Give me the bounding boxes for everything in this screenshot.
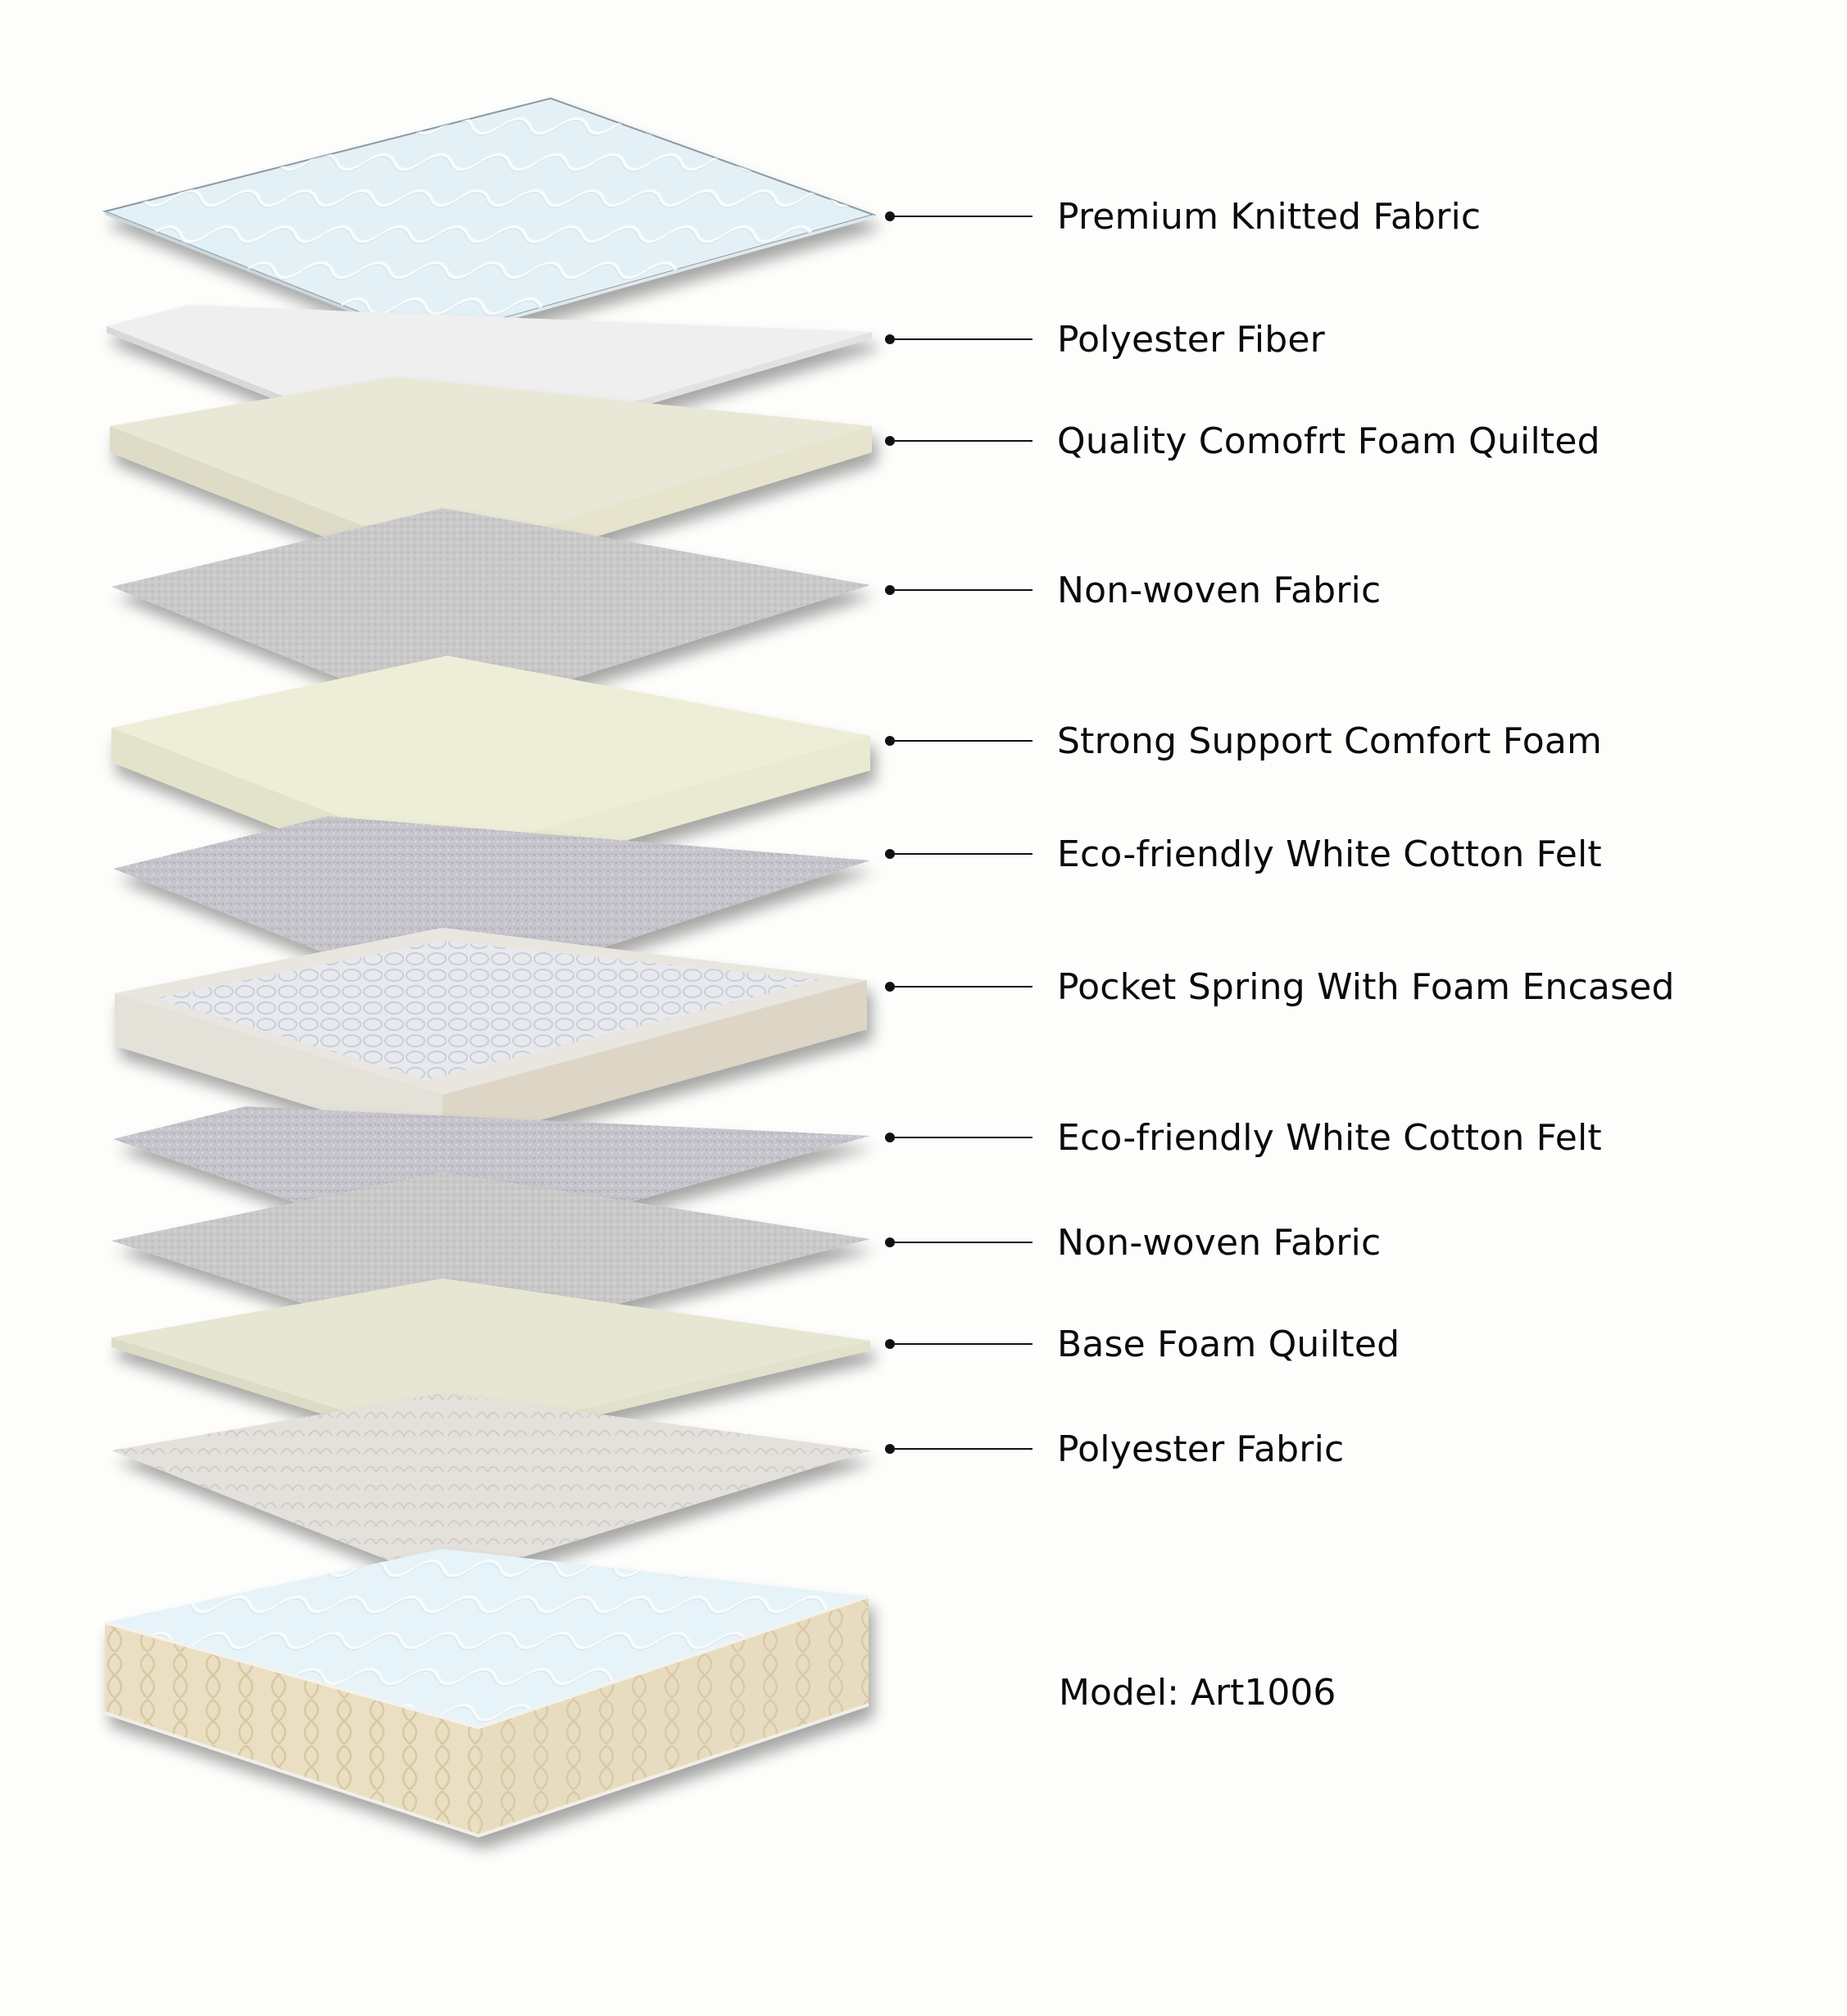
callout-pocket-spring: Pocket Spring With Foam Encased bbox=[885, 962, 1675, 1011]
callout-label: Polyester Fiber bbox=[1057, 318, 1325, 361]
callout-polyester-fabric: Polyester Fabric bbox=[885, 1424, 1344, 1473]
callout-label: Polyester Fabric bbox=[1057, 1428, 1345, 1470]
leader-line bbox=[895, 216, 1032, 217]
layer-non-woven-fabric-bottom bbox=[111, 1172, 870, 1349]
leader-line bbox=[895, 338, 1032, 340]
layer-premium-knitted-fabric bbox=[102, 97, 877, 343]
callout-dot bbox=[885, 849, 895, 859]
callout-label: Non-woven Fabric bbox=[1057, 569, 1382, 611]
callout-dot bbox=[885, 211, 895, 221]
callout-label: Eco-friendly White Cotton Felt bbox=[1057, 1116, 1602, 1159]
leader-line bbox=[895, 986, 1032, 988]
callout-non-woven-fabric-bottom: Non-woven Fabric bbox=[885, 1218, 1381, 1267]
leader-line bbox=[895, 1448, 1032, 1450]
callout-strong-support-foam: Strong Support Comfort Foam bbox=[885, 716, 1602, 765]
model-label: Model: Art1006 bbox=[1059, 1672, 1336, 1714]
callout-dot bbox=[885, 736, 895, 746]
leader-line bbox=[895, 440, 1032, 442]
callout-label: Eco-friendly White Cotton Felt bbox=[1057, 833, 1602, 875]
leader-line bbox=[895, 853, 1032, 855]
callout-dot bbox=[885, 585, 895, 595]
assembled-mattress bbox=[104, 1549, 869, 1838]
layer-non-woven-fabric-top bbox=[111, 508, 870, 720]
leader-line bbox=[895, 589, 1032, 591]
callout-base-foam: Base Foam Quilted bbox=[885, 1319, 1400, 1369]
callout-quality-comfort-foam: Quality Comofrt Foam Quilted bbox=[885, 416, 1600, 465]
leader-line bbox=[895, 740, 1032, 742]
callout-label: Premium Knitted Fabric bbox=[1057, 195, 1482, 238]
callout-label: Quality Comofrt Foam Quilted bbox=[1057, 420, 1600, 462]
callout-dot bbox=[885, 982, 895, 992]
layer-pocket-spring-unit bbox=[115, 928, 867, 1147]
callout-non-woven-fabric-top: Non-woven Fabric bbox=[885, 565, 1381, 615]
callout-cotton-felt-bottom: Eco-friendly White Cotton Felt bbox=[885, 1113, 1602, 1162]
callout-dot bbox=[885, 1133, 895, 1142]
callout-premium-knitted-fabric: Premium Knitted Fabric bbox=[885, 192, 1481, 241]
leader-line bbox=[895, 1242, 1032, 1243]
callout-polyester-fiber: Polyester Fiber bbox=[885, 315, 1325, 364]
layer-polyester-fabric bbox=[111, 1393, 870, 1582]
callout-dot bbox=[885, 1339, 895, 1349]
callout-dot bbox=[885, 1444, 895, 1454]
callout-label: Base Foam Quilted bbox=[1057, 1323, 1400, 1365]
leader-line bbox=[895, 1343, 1032, 1345]
callout-dot bbox=[885, 334, 895, 344]
callout-cotton-felt-top: Eco-friendly White Cotton Felt bbox=[885, 829, 1602, 879]
callout-label: Non-woven Fabric bbox=[1057, 1221, 1382, 1264]
leader-line bbox=[895, 1137, 1032, 1138]
callout-dot bbox=[885, 436, 895, 446]
callout-label: Pocket Spring With Foam Encased bbox=[1057, 965, 1675, 1008]
layer-cotton-felt-top bbox=[113, 816, 870, 1000]
callout-label: Strong Support Comfort Foam bbox=[1057, 720, 1603, 762]
callout-dot bbox=[885, 1237, 895, 1247]
